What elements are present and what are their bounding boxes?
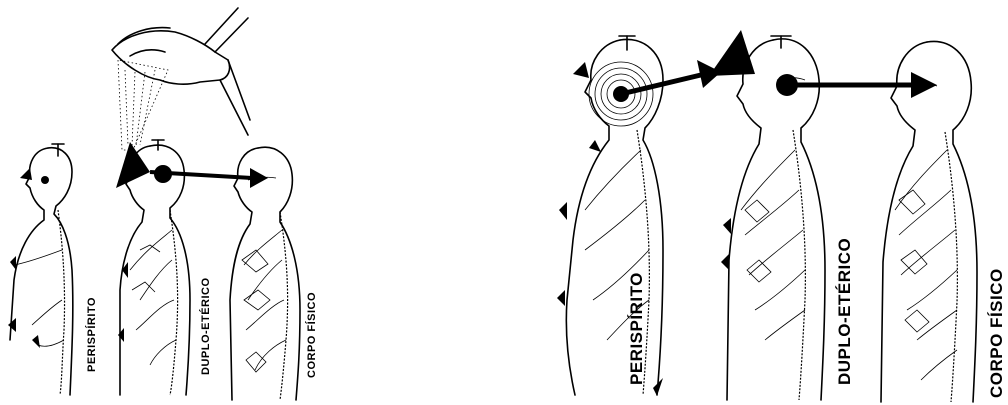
right-figure-corpo [881, 41, 977, 402]
left-label-duplo: DUPLO-ETÉRICO [200, 277, 212, 375]
right-label-perispirito: PERISPÍRITO [627, 272, 647, 385]
left-label-corpo: CORPO FÍSICO [306, 292, 318, 378]
energy-stream [118, 60, 168, 150]
left-panel: PERISPÍRITO DUPLO-ETÉRICO CORPO FÍSICO [0, 0, 330, 405]
healing-hands [112, 8, 250, 135]
left-connection-arrow [150, 165, 268, 188]
right-panel: PERISPÍRITO DUPLO-ETÉRICO CORPO FÍSICO [545, 0, 1008, 405]
right-illustration [545, 0, 1008, 405]
left-figure-corpo [230, 147, 300, 400]
left-illustration [0, 0, 330, 405]
left-figure-perispirito [8, 144, 73, 395]
right-label-corpo: CORPO FÍSICO [987, 268, 1007, 398]
right-connection-arrows [621, 60, 937, 98]
left-label-perispirito: PERISPÍRITO [86, 297, 98, 372]
left-figure-duplo [116, 140, 190, 395]
right-label-duplo: DUPLO-ETÉRICO [835, 238, 855, 385]
